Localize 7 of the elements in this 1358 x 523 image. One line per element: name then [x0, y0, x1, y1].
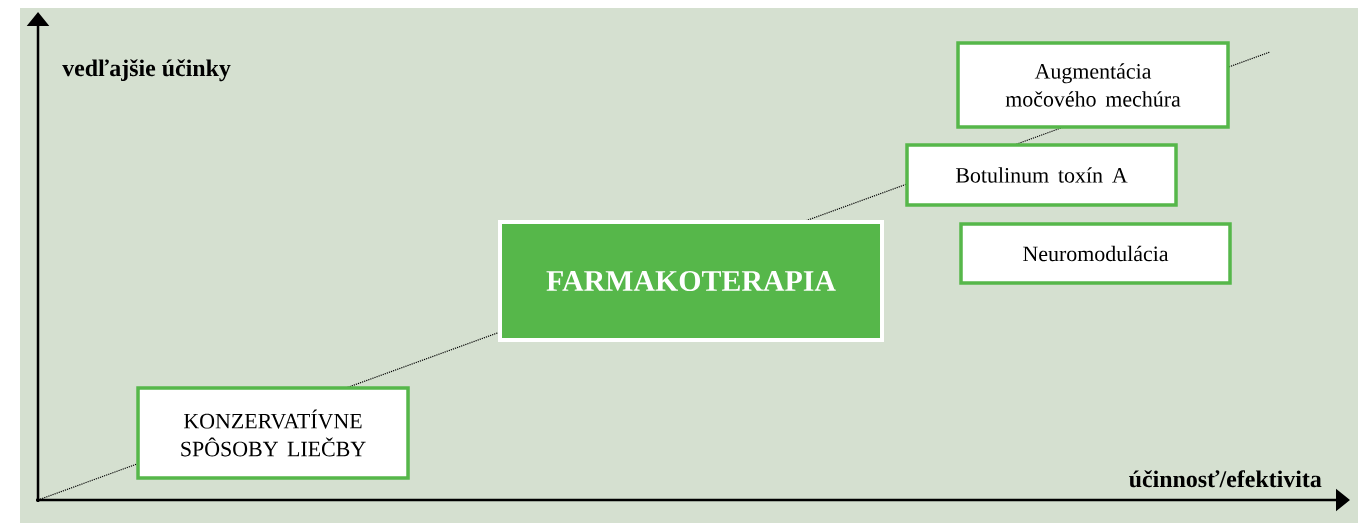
main-box: FARMAKOTERAPIA: [498, 220, 884, 342]
treatment-box: KONZERVATÍVNE SPÔSOBY LIEČBY: [136, 386, 410, 480]
axis-label: vedľajšie účinky: [62, 59, 231, 82]
treatment-box: Botulinum toxín A: [905, 143, 1178, 207]
treatment-box: Augmentácia močového mechúra: [956, 41, 1230, 129]
treatment-box: Neuromodulácia: [959, 222, 1232, 285]
axis-label: účinnosť/efektivita: [1129, 470, 1322, 488]
